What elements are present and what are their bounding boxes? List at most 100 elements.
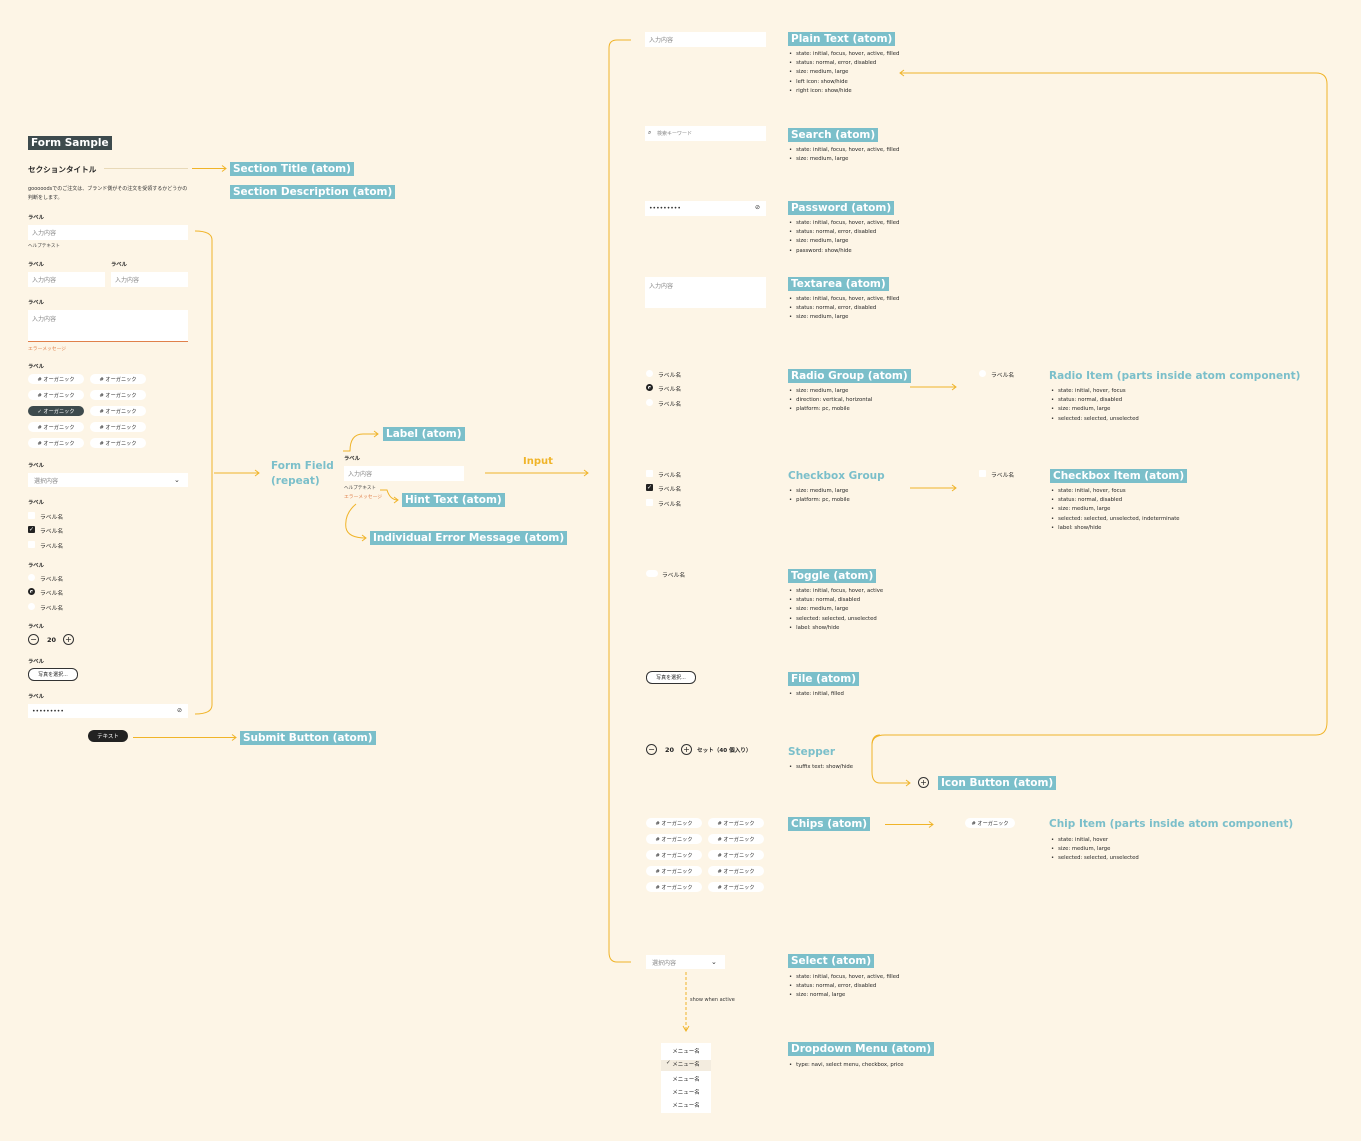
chip[interactable]: # オーガニック — [28, 390, 84, 400]
radio[interactable] — [979, 370, 986, 377]
plus-icon[interactable]: + — [681, 744, 692, 755]
chip[interactable]: # オーガニック — [28, 374, 84, 384]
checkbox-label: ラベル名 — [40, 515, 64, 521]
chip[interactable]: # オーガニック — [90, 438, 146, 448]
section-title-tag: Section Title (atom) — [230, 162, 354, 176]
spec-item: selected: selected, unselected — [1051, 415, 1139, 424]
radio[interactable] — [646, 370, 653, 377]
spec-item: selected: selected, unselected — [1051, 854, 1139, 863]
radio[interactable] — [28, 603, 35, 610]
text-input[interactable]: 入力内容 — [344, 466, 464, 481]
stepper-suffix: セット（40 個入り） — [697, 748, 752, 754]
chip[interactable]: # オーガニック — [646, 850, 702, 860]
spec-item: status: normal, disabled — [1051, 396, 1139, 405]
spec-item: state: initial, focus, hover, active, fi… — [789, 146, 899, 155]
stepper-value: 20 — [47, 636, 57, 644]
plain-text-input[interactable]: 入力内容 — [645, 32, 766, 47]
radio-group-tag: Radio Group (atom) — [788, 369, 911, 383]
plus-icon[interactable]: + — [63, 634, 74, 645]
radio[interactable] — [28, 574, 35, 581]
chip[interactable]: # オーガニック — [708, 834, 764, 844]
search-input[interactable]: 検索キーワード — [645, 126, 766, 141]
search-icon: ⌕ — [648, 129, 652, 136]
eye-off-icon[interactable]: ⊘ — [755, 204, 761, 211]
checkbox-label: ラベル名 — [40, 529, 64, 535]
file-specs: state: initial, filled — [789, 690, 844, 699]
chip[interactable]: # オーガニック — [646, 834, 702, 844]
text-input[interactable]: 入力内容 — [28, 225, 188, 240]
submit-button[interactable]: テキスト — [88, 730, 128, 742]
password-tag: Password (atom) — [788, 201, 895, 215]
eye-off-icon[interactable]: ⊘ — [177, 707, 183, 714]
field-label: ラベル — [28, 215, 44, 221]
checkbox[interactable] — [28, 512, 35, 519]
chip-item-title: Chip Item (parts inside atom component) — [1049, 818, 1294, 830]
minus-icon[interactable]: − — [646, 744, 657, 755]
select-field[interactable]: 選択内容 — [646, 955, 725, 969]
chip[interactable]: # オーガニック — [708, 850, 764, 860]
chip[interactable]: # オーガニック — [646, 818, 702, 828]
password-input[interactable]: ••••••••• — [645, 201, 766, 216]
radio[interactable] — [646, 399, 653, 406]
field-label: ラベル — [28, 463, 44, 469]
dropdown-item[interactable]: メニュー名 — [672, 1077, 700, 1083]
text-input-half[interactable]: 入力内容 — [28, 272, 105, 287]
plus-icon[interactable]: + — [918, 777, 929, 788]
chip-selected[interactable]: ✓ オーガニック — [28, 406, 84, 416]
textarea-error[interactable]: 入力内容 — [28, 310, 188, 342]
chip[interactable]: # オーガニック — [90, 390, 146, 400]
dropdown-item-selected[interactable]: ✓メニュー名 — [661, 1060, 711, 1071]
radio-group-specs: size: medium, largedirection: vertical, … — [789, 387, 872, 415]
chip[interactable]: # オーガニック — [28, 422, 84, 432]
textarea-input[interactable]: 入力内容 — [645, 277, 766, 308]
checkbox[interactable] — [646, 470, 653, 477]
chip[interactable]: # オーガニック — [708, 882, 764, 892]
file-select-button[interactable]: 写真を選択... — [28, 668, 78, 681]
file-select-button[interactable]: 写真を選択... — [646, 671, 696, 684]
select-field[interactable]: 選択内容 — [28, 473, 188, 487]
checkbox-label: ラベル名 — [658, 502, 682, 508]
label-tag: Label (atom) — [383, 427, 465, 441]
select-tag: Select (atom) — [788, 954, 875, 968]
checkbox-checked[interactable]: ✓ — [646, 484, 653, 491]
select-placeholder: 選択内容 — [34, 477, 59, 485]
chip[interactable]: # オーガニック — [646, 882, 702, 892]
chip[interactable]: # オーガニック — [90, 374, 146, 384]
text-input-half[interactable]: 入力内容 — [111, 272, 188, 287]
checkbox-group-specs: size: medium, largeplatform: pc, mobile — [789, 487, 850, 505]
check-icon: ✓ — [646, 484, 653, 491]
password-input[interactable]: ••••••••• — [28, 704, 188, 718]
checkbox[interactable] — [28, 541, 35, 548]
chip-item[interactable]: # オーガニック — [965, 818, 1015, 828]
radio-selected[interactable] — [28, 588, 35, 595]
chips-tag: Chips (atom) — [788, 817, 871, 831]
toggle-tag: Toggle (atom) — [788, 569, 877, 583]
minus-icon[interactable]: − — [28, 634, 39, 645]
checkbox-group-title: Checkbox Group — [788, 470, 885, 482]
stepper-specs: suffix text: show/hide — [789, 763, 853, 772]
chip[interactable]: # オーガニック — [90, 422, 146, 432]
select-specs: state: initial, focus, hover, active, fi… — [789, 973, 899, 1001]
chip[interactable]: # オーガニック — [28, 438, 84, 448]
dropdown-tag: Dropdown Menu (atom) — [788, 1042, 935, 1056]
spec-item: left icon: show/hide — [789, 78, 899, 87]
dropdown-item[interactable]: メニュー名 — [672, 1090, 700, 1096]
checkbox[interactable] — [646, 499, 653, 506]
chip[interactable]: # オーガニック — [708, 818, 764, 828]
chip[interactable]: # オーガニック — [646, 866, 702, 876]
checkbox-checked[interactable]: ✓ — [28, 526, 35, 533]
spec-item: state: initial, focus, hover, active — [789, 587, 883, 596]
radio-selected[interactable] — [646, 384, 653, 391]
input-label: Input — [523, 456, 553, 467]
icon-button-tag: Icon Button (atom) — [938, 776, 1057, 790]
chip[interactable]: # オーガニック — [90, 406, 146, 416]
chip[interactable]: # オーガニック — [708, 866, 764, 876]
checkbox[interactable] — [979, 470, 986, 477]
dropdown-item[interactable]: メニュー名 — [672, 1103, 700, 1109]
spec-item: size: medium, large — [789, 155, 899, 164]
spec-item: platform: pc, mobile — [789, 496, 850, 505]
dropdown-item[interactable]: メニュー名 — [672, 1049, 700, 1055]
section-description: gooooodsでのご注文は、ブランド側がその注文を受領するかどうかの判断をしま… — [28, 186, 188, 201]
toggle-switch[interactable] — [646, 570, 658, 577]
